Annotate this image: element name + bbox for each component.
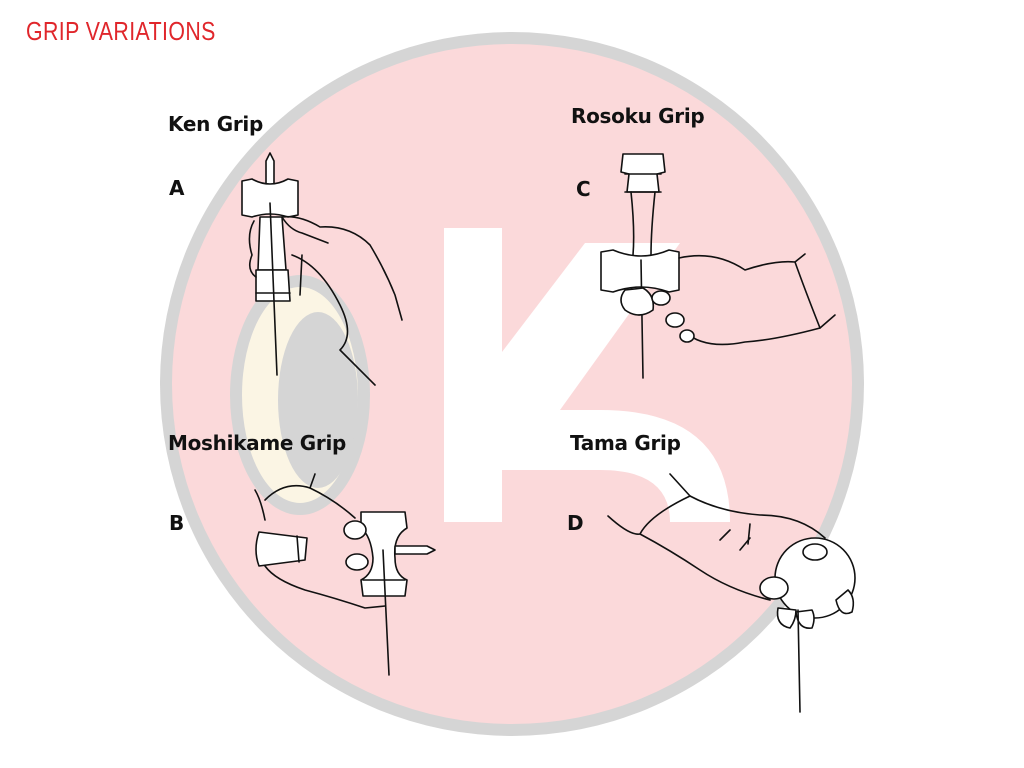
- grip-letter-a: A: [169, 176, 185, 200]
- grip-letter-c: C: [576, 177, 591, 201]
- ken-grip-illustration: [230, 145, 410, 389]
- grip-letter-d: D: [567, 511, 584, 535]
- moshikame-grip-illustration: [245, 470, 445, 684]
- grip-title-moshikame: Moshikame Grip: [168, 431, 347, 455]
- grip-title-rosoku: Rosoku Grip: [571, 104, 705, 128]
- tama-grip-illustration: [600, 460, 860, 724]
- grip-letter-b: B: [169, 511, 185, 535]
- page-title: GRIP VARIATIONS: [26, 16, 216, 46]
- rosoku-grip-illustration: [595, 150, 855, 394]
- grip-title-tama: Tama Grip: [570, 431, 681, 455]
- grip-title-ken: Ken Grip: [168, 112, 263, 136]
